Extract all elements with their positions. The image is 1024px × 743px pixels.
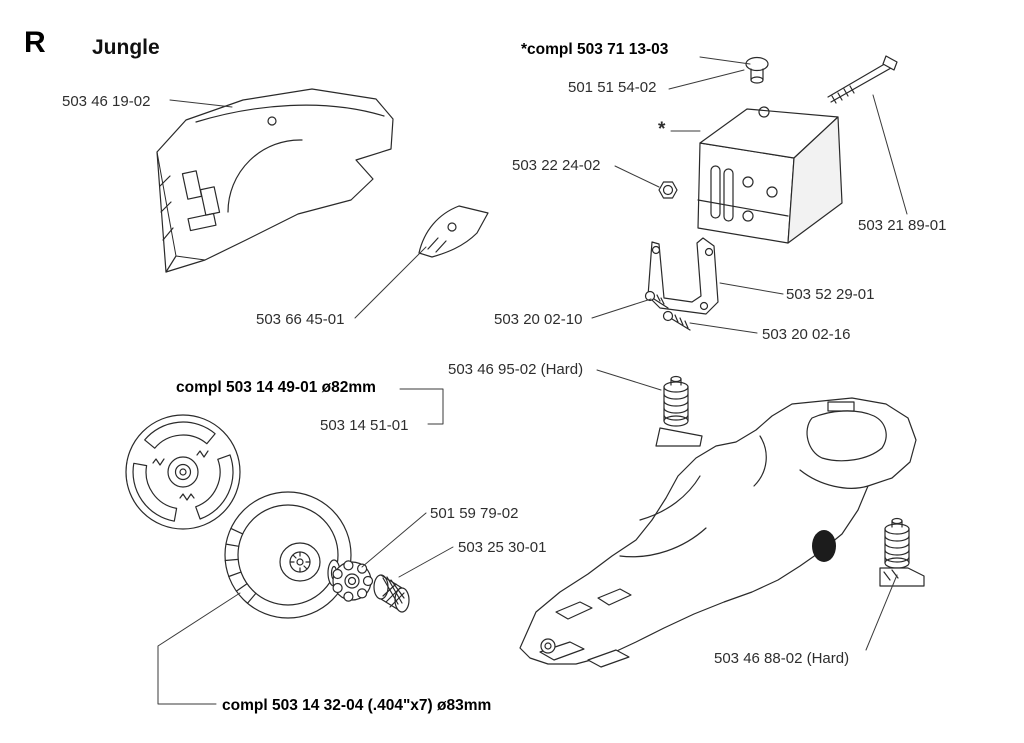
clutch-drum-illustration (225, 492, 351, 618)
clutch-cover-illustration (157, 89, 393, 272)
asterisk-marker: * (658, 119, 666, 140)
part-label-compl-503-71-13-03: *compl 503 71 13-03 (521, 41, 669, 58)
part-label-503-66-45-01: 503 66 45-01 (256, 311, 345, 328)
bolt-illustration (828, 56, 897, 103)
cap-illustration (746, 58, 768, 84)
crankcase-body-illustration (520, 398, 916, 667)
part-label-501-59-79-02: 501 59 79-02 (430, 505, 519, 522)
part-label-503-25-30-01: 503 25 30-01 (458, 539, 547, 556)
part-label-503-46-95-02: 503 46 95-02 (Hard) (448, 361, 584, 378)
part-label-503-46-19-02: 503 46 19-02 (62, 93, 151, 110)
damper-top-illustration (656, 375, 702, 447)
leader-lines (158, 57, 907, 704)
screw-long-illustration (664, 312, 691, 331)
part-label-compl-503-14-49-01: compl 503 14 49-01 ø82mm (176, 379, 376, 396)
part-label-503-21-89-01: 503 21 89-01 (858, 217, 947, 234)
part-label-compl-503-14-32-04: compl 503 14 32-04 (.404"x7) ø83mm (222, 697, 492, 714)
clutch-assembly-illustration (126, 415, 240, 529)
nut-illustration (659, 182, 677, 198)
part-label-503-20-02-10: 503 20 02-10 (494, 311, 583, 328)
part-label-503-14-51-01: 503 14 51-01 (320, 417, 409, 434)
part-label-501-51-54-02: 501 51 54-02 (568, 79, 657, 96)
part-label-503-52-29-01: 503 52 29-01 (786, 286, 875, 303)
part-label-503-46-88-02: 503 46 88-02 (Hard) (714, 650, 850, 667)
damper-bottom-illustration (880, 517, 924, 587)
brake-latch-illustration (419, 206, 488, 257)
screw-short-illustration (646, 292, 669, 309)
page-title: Jungle (92, 36, 160, 59)
muffler-illustration (698, 107, 842, 243)
part-label-503-20-02-16: 503 20 02-16 (762, 326, 851, 343)
needle-bearing-illustration (374, 575, 409, 612)
part-label-503-22-24-02: 503 22 24-02 (512, 157, 601, 174)
muffler-bracket-illustration (648, 238, 718, 314)
section-letter: R (24, 26, 46, 59)
sprocket-rim-illustration (333, 561, 373, 601)
